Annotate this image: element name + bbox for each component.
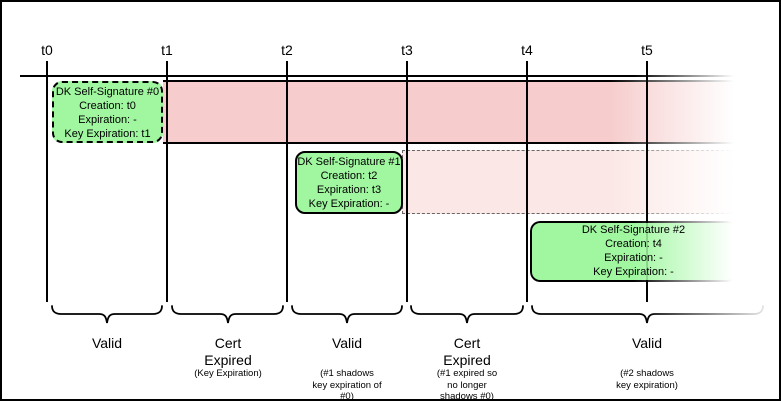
tick-label-t2: t2 (281, 42, 293, 58)
brace-segment-3 (291, 305, 403, 324)
segment-4-status: Cert Expired (443, 335, 491, 368)
tick-line-t3 (406, 61, 408, 302)
brace-segment-5 (531, 305, 764, 324)
tick-line-t1 (166, 61, 168, 302)
tick-line-t5 (646, 61, 648, 302)
tick-line-t2 (286, 61, 288, 302)
segment-label-5: Valid (#2 shadows key expiration) (616, 335, 678, 391)
segment-label-1: Valid (92, 335, 122, 368)
sig0-creation: Creation: t0 (79, 100, 136, 112)
segment-5-note: (#2 shadows key expiration) (616, 368, 678, 391)
segment-label-2: Cert Expired (Key Expiration) (194, 335, 262, 380)
signature-box-1: DK Self-Signature #1 Creation: t2 Expira… (295, 151, 403, 214)
signature-box-2: DK Self-Signature #2 Creation: t4 Expira… (530, 221, 737, 282)
signature-box-2-text: DK Self-Signature #2 Creation: t4 Expira… (530, 221, 737, 279)
segment-3-note: (#1 shadows key expiration of #0) (312, 368, 382, 401)
signature-box-1-text: DK Self-Signature #1 Creation: t2 Expira… (297, 153, 401, 211)
tick-line-t0 (46, 61, 48, 302)
sig1-key-expiration: Key Expiration: - (308, 198, 390, 210)
tick-line-t4 (526, 61, 528, 302)
tick-label-t1: t1 (161, 42, 173, 58)
tick-label-t0: t0 (41, 42, 53, 58)
signature-box-0-text: DK Self-Signature #0 Creation: t0 Expira… (54, 83, 161, 141)
tick-label-t5: t5 (641, 42, 653, 58)
sig2-expiration: Expiration: - (604, 252, 663, 264)
signature-box-2-fading-fill (530, 221, 737, 282)
signature-box-0: DK Self-Signature #0 Creation: t0 Expira… (52, 81, 163, 143)
segment-2-status: Cert Expired (204, 335, 252, 368)
segment-2-note: (Key Expiration) (194, 368, 262, 379)
sig0-key-expiration: Key Expiration: t1 (64, 128, 151, 140)
sig0-title: DK Self-Signature #0 (55, 86, 160, 98)
segment-label-3: Valid (#1 shadows key expiration of #0) (312, 335, 382, 401)
segment-5-status: Valid (631, 335, 663, 351)
sig2-title: DK Self-Signature #2 (581, 224, 686, 236)
segment-1-status: Valid (91, 335, 123, 351)
segment-label-4: Cert Expired (#1 expired so no longer sh… (436, 335, 498, 401)
expired-coverage-band (163, 80, 734, 144)
sig2-key-expiration: Key Expiration: - (593, 266, 674, 278)
shadowed-coverage-band (402, 150, 734, 214)
tick-label-t3: t3 (401, 42, 413, 58)
timeline-axis (20, 75, 734, 77)
brace-segment-2 (171, 305, 284, 324)
sig1-creation: Creation: t2 (320, 170, 378, 182)
sig1-title: DK Self-Signature #1 (297, 156, 401, 168)
segment-4-note: (#1 expired so no longer shadows #0) (436, 368, 498, 401)
sig2-creation: Creation: t4 (605, 238, 662, 250)
brace-segment-4 (410, 305, 524, 324)
brace-segment-1 (51, 305, 163, 324)
tick-label-t4: t4 (521, 42, 533, 58)
segment-3-status: Valid (331, 335, 363, 351)
sig0-expiration: Expiration: - (78, 114, 137, 126)
sig1-expiration: Expiration: t3 (316, 184, 382, 196)
